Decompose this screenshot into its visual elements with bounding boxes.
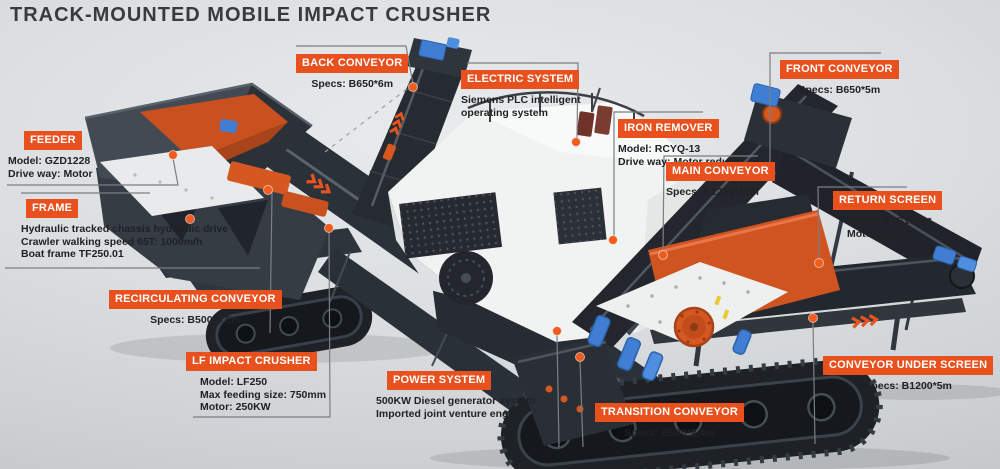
label-feeder: FEEDER Model: GZD1228 Drive way: Motor xyxy=(8,131,93,180)
label-return-screen: RETURN SCREEN Model: 2YS1640 Motor: 3.7K… xyxy=(833,191,943,240)
label-front-conveyor-title: FRONT CONVEYOR xyxy=(780,60,899,79)
label-iron-remover: IRON REMOVER Model: RCYQ-13 Drive way: M… xyxy=(618,119,744,168)
label-frame: FRAME Hydraulic tracked chassis hydrauli… xyxy=(21,199,228,261)
label-transition-conveyor-specs: Specs: B500*2.4m xyxy=(624,427,715,439)
iron-remover-part xyxy=(576,87,613,137)
label-return-screen-title: RETURN SCREEN xyxy=(833,191,943,210)
label-feeder-title: FEEDER xyxy=(24,131,82,150)
label-lf-impact-crusher-specs: Model: LF250 Max feeding size: 750mm Mot… xyxy=(200,376,327,413)
label-conveyor-under-screen-specs: Specs: B1200*5m xyxy=(864,380,952,392)
feeder-part xyxy=(84,82,329,217)
label-conveyor-under-screen: CONVEYOR UNDER SCREEN Specs: B1200*5m xyxy=(823,356,994,393)
label-frame-title: FRAME xyxy=(26,199,79,218)
hydraulic-motors xyxy=(587,314,752,382)
label-electric-system-specs: Siemens PLC intelligent operating system xyxy=(461,94,581,119)
label-electric-system-title: ELECTRIC SYSTEM xyxy=(461,70,580,89)
label-back-conveyor-specs: Specs: B650*6m xyxy=(311,78,394,90)
label-lf-impact-crusher-title: LF IMPACT CRUSHER xyxy=(186,352,317,371)
conveyor-under-screen-part xyxy=(634,245,978,367)
label-recirculating-conveyor-specs: Specs: B500*9.5m xyxy=(150,314,241,326)
label-iron-remover-title: IRON REMOVER xyxy=(618,119,719,138)
label-transition-conveyor-title: TRANSITION CONVEYOR xyxy=(595,403,745,422)
label-recirculating-conveyor-title: RECIRCULATING CONVEYOR xyxy=(109,290,282,309)
label-main-conveyor: MAIN CONVEYOR Specs: B1200*11m xyxy=(666,162,775,199)
label-main-conveyor-title: MAIN CONVEYOR xyxy=(666,162,775,181)
label-electric-system: ELECTRIC SYSTEM Siemens PLC intelligent … xyxy=(461,70,581,119)
label-front-conveyor: FRONT CONVEYOR Specs: B650*5m xyxy=(780,60,899,97)
label-power-system-specs: 500KW Diesel generator system Imported j… xyxy=(376,395,536,420)
label-recirculating-conveyor: RECIRCULATING CONVEYOR Specs: B500*9.5m xyxy=(109,290,282,327)
label-conveyor-under-screen-title: CONVEYOR UNDER SCREEN xyxy=(823,356,994,375)
page-title: TRACK-MOUNTED MOBILE IMPACT CRUSHER xyxy=(10,4,492,26)
label-power-system: POWER SYSTEM 500KW Diesel generator syst… xyxy=(376,371,535,420)
label-transition-conveyor: TRANSITION CONVEYOR Specs: B500*2.4m xyxy=(595,403,745,440)
label-back-conveyor-title: BACK CONVEYOR xyxy=(296,54,409,73)
label-power-system-title: POWER SYSTEM xyxy=(387,371,492,390)
label-main-conveyor-specs: Specs: B1200*11m xyxy=(666,186,759,198)
label-lf-impact-crusher: LF IMPACT CRUSHER Model: LF250 Max feedi… xyxy=(186,352,326,414)
return-screen-hood xyxy=(694,194,820,268)
label-feeder-specs: Model: GZD1228 Drive way: Motor xyxy=(8,155,93,180)
label-back-conveyor: BACK CONVEYOR Specs: B650*6m xyxy=(296,54,409,91)
label-frame-specs: Hydraulic tracked chassis hydraulic driv… xyxy=(21,223,229,260)
label-return-screen-specs: Model: 2YS1640 Motor: 3.7KW xyxy=(847,215,927,240)
return-screen-part xyxy=(596,210,840,348)
label-front-conveyor-specs: Specs: B650*5m xyxy=(798,84,881,96)
